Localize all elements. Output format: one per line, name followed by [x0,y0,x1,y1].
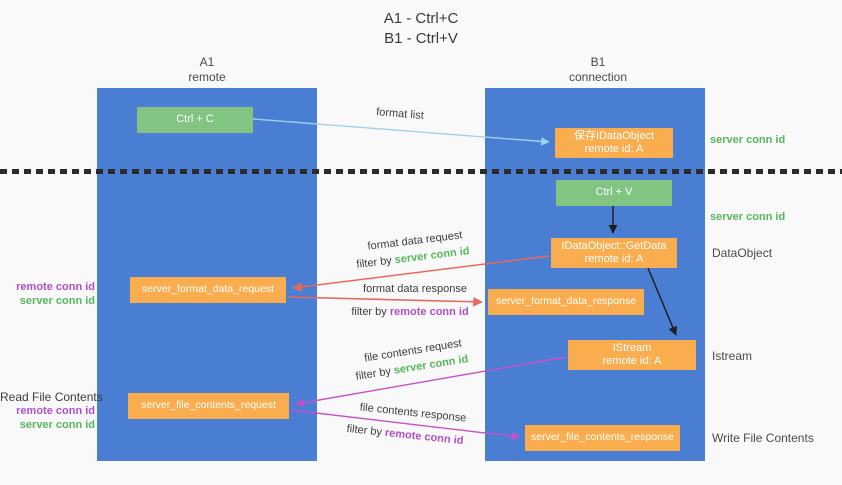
node-server-file-contents-request: server_file_contents_request [128,393,289,419]
node-server-file-contents-request-label: server_file_contents_request [141,399,276,412]
node-server-format-data-request-label: server_format_data_request [142,283,274,296]
edge-label-filter-by-remote-conn-id-2: filter by remote conn id [325,421,485,450]
filter-by-text: filter by [355,254,393,271]
left-id-group-2: remote conn id server conn id [0,404,95,432]
edge-label-filter-by-remote-conn-id-1: filter by remote conn id [330,306,490,318]
edge-label-format-data-response: format data response [363,283,467,295]
lane-header-a1: A1 remote [147,55,267,85]
lane-header-b1: B1 connection [538,55,658,85]
title-line-2: B1 - Ctrl+V [384,30,458,47]
remote-conn-id-text: remote conn id [389,306,469,318]
side-label-read-file-contents: Read File Contents [0,390,103,404]
node-server-format-data-response: server_format_data_response [488,289,644,315]
node-idataobject-getdata: IDataObject::GetData remote id: A [551,238,677,268]
node-save-idataobject: 保存IDataObject remote id: A [555,128,673,158]
edge-label-file-contents-response: file contents response [359,401,467,425]
left-id-group-1: remote conn id server conn id [0,280,95,308]
server-conn-id-text: server conn id [394,245,471,267]
left-remote-conn-id-1: remote conn id [16,281,95,293]
node-istream-line1: IStream [612,341,652,354]
node-ctrl-c: Ctrl + C [137,107,253,133]
node-save-idataobject-line1: 保存IDataObject [573,129,655,142]
side-label-server-conn-id-top: server conn id [710,134,786,146]
left-remote-conn-id-2: remote conn id [16,405,95,417]
node-idataobject-getdata-line1: IDataObject::GetData [561,239,667,252]
side-label-write-file-contents: Write File Contents [712,431,814,445]
node-server-format-data-response-label: server_format_data_response [495,295,637,308]
side-label-istream: Istream [712,349,753,363]
node-istream: IStream remote id: A [568,340,696,370]
filter-by-text: filter by [346,422,383,439]
node-ctrl-v-label: Ctrl + V [595,186,633,199]
left-server-conn-id-2: server conn id [19,419,95,431]
lane-b1-name: B1 [590,55,606,69]
node-ctrl-c-label: Ctrl + C [176,113,214,126]
lane-a1-name: A1 [199,55,215,69]
dotted-separator-line [0,169,842,174]
remote-conn-id-text: remote conn id [384,426,464,448]
lane-b1-subtitle: connection [568,70,628,84]
node-server-file-contents-response-label: server_file_contents_response [530,431,674,444]
node-server-file-contents-response: server_file_contents_response [525,425,680,451]
edge-label-format-list: format list [375,106,425,122]
edge-format-data-response [287,296,483,307]
side-label-dataobject: DataObject [712,246,773,260]
filter-by-text: filter by [354,365,392,383]
lane-a1-subtitle: remote [188,70,226,84]
side-label-server-conn-id-mid: server conn id [710,211,786,223]
node-ctrl-v: Ctrl + V [556,180,672,206]
filter-by-text: filter by [351,306,387,318]
node-idataobject-getdata-line2: remote id: A [584,253,644,265]
left-server-conn-id-1: server conn id [19,295,95,307]
node-istream-line2: remote id: A [602,355,662,367]
node-save-idataobject-line2: remote id: A [584,143,644,155]
node-server-format-data-request: server_format_data_request [130,277,286,303]
diagram-title: A1 - Ctrl+C B1 - Ctrl+V [0,9,842,49]
title-line-1: A1 - Ctrl+C [383,10,459,27]
